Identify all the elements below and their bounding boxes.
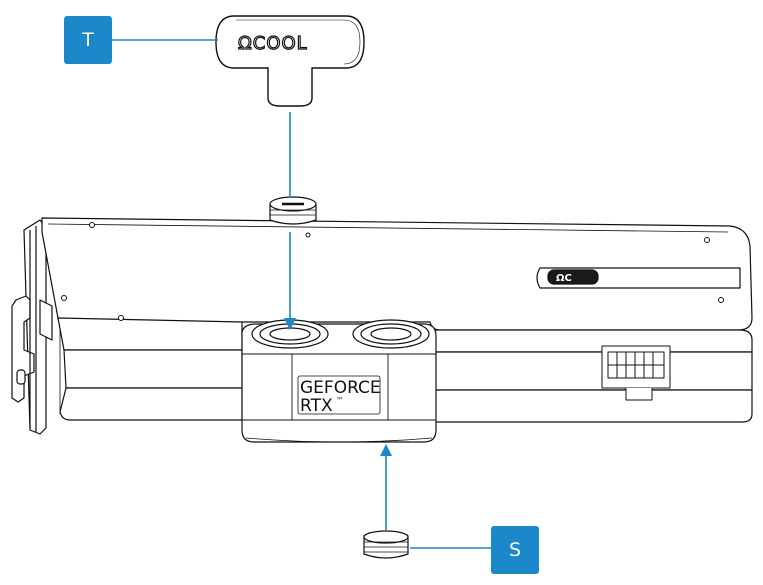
port-right: [352, 319, 430, 349]
alphacool-tool: ΩCOOL: [215, 15, 365, 107]
body-layer-1: [57, 317, 243, 351]
bottom-plug: [363, 530, 409, 559]
tag-t-label: T: [64, 16, 112, 64]
tag-s-label: S: [491, 526, 539, 574]
arrow-up-icon: [380, 444, 392, 456]
body-layer-right-1: [431, 329, 753, 353]
block-text-tm: ™: [336, 396, 344, 405]
plate-screws: [61, 222, 724, 321]
terminal-block: [241, 323, 437, 443]
port-left: [251, 319, 329, 349]
body-layer-right-2: [431, 351, 753, 391]
io-bracket: [11, 219, 53, 435]
top-plug: [269, 196, 317, 225]
block-text-line1: GEFORCE: [300, 378, 381, 398]
arrow-down-icon: [284, 318, 296, 330]
terminal-logo-text: ΩC: [556, 273, 572, 284]
terminal-logo-badge: [536, 267, 741, 289]
arrowheads: [284, 318, 392, 456]
leaders: [112, 39, 492, 549]
block-text-line2: RTX: [300, 396, 333, 416]
terminal-text: GEFORCE RTX ™: [297, 375, 381, 416]
body-layer-3: [59, 387, 243, 421]
water-block: [11, 217, 753, 443]
body-layer-2: [63, 349, 243, 389]
body-layer-right-3: [431, 389, 753, 423]
connector: [601, 345, 671, 401]
tool-logo-text: ΩCOOL: [238, 33, 308, 54]
